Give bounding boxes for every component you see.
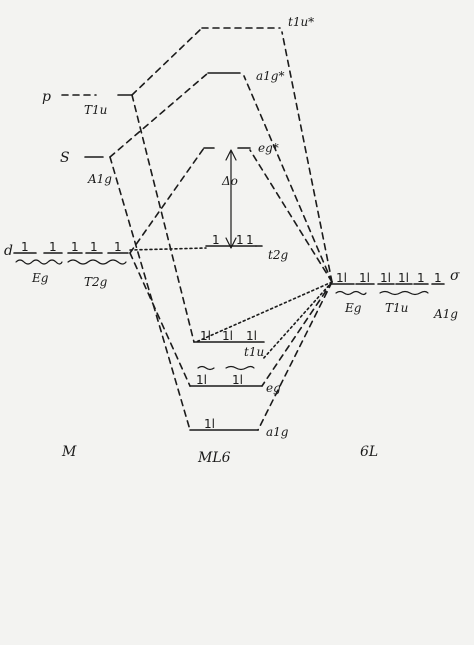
t1u-label: t1u bbox=[244, 345, 264, 359]
ligand-column-label: 6L bbox=[360, 444, 378, 460]
metal-d-electron-5: 1 bbox=[114, 240, 122, 254]
metal-t2g-brace bbox=[67, 259, 127, 265]
ligand-electron-6: 1 bbox=[434, 271, 442, 285]
corr-s-to-a1g bbox=[109, 156, 191, 431]
eg-electron-pair-2: 1l bbox=[232, 373, 243, 387]
corr-ligand-to-eg-star bbox=[249, 149, 333, 283]
t2g-electron-2: 1 bbox=[236, 233, 244, 247]
t1u-electron-pair-3: 1l bbox=[246, 329, 257, 343]
corr-p-to-t1u bbox=[131, 94, 195, 343]
metal-d-electron-2: 1 bbox=[49, 240, 57, 254]
corr-ligand-to-t1u-star bbox=[281, 31, 333, 283]
metal-eg-brace bbox=[15, 259, 63, 265]
corr-d-to-eg-star bbox=[129, 147, 205, 254]
eg-star-label: eg* bbox=[258, 141, 279, 155]
ligand-eg-symmetry: Eg bbox=[344, 301, 362, 315]
corr-d-to-eg bbox=[129, 252, 191, 387]
ligand-a1g-symmetry: A1g bbox=[433, 307, 458, 321]
ligand-t1u-brace bbox=[379, 290, 429, 296]
t1u-electron-pair-2: 1l bbox=[222, 329, 233, 343]
a1g-label: a1g bbox=[266, 425, 289, 439]
metal-eg-symmetry: Eg bbox=[31, 271, 49, 285]
ligand-electron-5: 1 bbox=[417, 271, 425, 285]
t2g-electron-3: 1 bbox=[246, 233, 254, 247]
a1g-star-label: a1g* bbox=[256, 69, 284, 83]
t1u-scribble bbox=[197, 365, 255, 371]
metal-d-electron-4: 1 bbox=[90, 240, 98, 254]
ligand-electron-pair-1: 1l bbox=[336, 271, 347, 285]
corr-ligand-to-t1u-a bbox=[195, 281, 333, 343]
metal-p-symmetry: T1u bbox=[84, 103, 107, 117]
delta-label: Δo bbox=[221, 174, 238, 188]
corr-ligand-to-a1g bbox=[257, 281, 333, 431]
eg-electron-pair-1: 1l bbox=[196, 373, 207, 387]
t2g-label: t2g bbox=[268, 248, 288, 262]
metal-d-electron-3: 1 bbox=[71, 240, 79, 254]
metal-p-label: p bbox=[42, 89, 51, 105]
corr-ligand-to-t1u-b bbox=[261, 281, 333, 361]
metal-d-electron-1: 1 bbox=[21, 240, 29, 254]
delta-arrow-head-bottom bbox=[225, 237, 237, 249]
corr-ligand-to-a1g-star bbox=[243, 75, 333, 283]
metal-column-label: M bbox=[61, 444, 77, 460]
a1g-electron-pair: 1l bbox=[204, 417, 215, 431]
metal-s-label: S bbox=[60, 150, 70, 166]
metal-t2g-symmetry: T2g bbox=[84, 275, 108, 289]
ligand-electron-pair-4: 1l bbox=[398, 271, 409, 285]
ligand-eg-brace bbox=[335, 290, 367, 296]
corr-ligand-to-eg bbox=[261, 281, 333, 387]
d-to-t2g-dotted bbox=[129, 247, 207, 251]
t1u-star-label: t1u* bbox=[288, 15, 314, 29]
delta-arrow-head-top bbox=[225, 149, 237, 161]
corr-p-to-t1u-star bbox=[131, 27, 203, 96]
metal-d-label: d bbox=[4, 243, 13, 259]
complex-column-label: ML6 bbox=[197, 450, 231, 466]
ligand-electron-pair-3: 1l bbox=[380, 271, 391, 285]
corr-s-to-a1g-star bbox=[109, 72, 209, 158]
eg-label: eg bbox=[266, 381, 281, 395]
t1u-electron-pair-1: 1l bbox=[200, 329, 211, 343]
metal-s-symmetry: A1g bbox=[87, 172, 112, 186]
ligand-sigma-label: σ bbox=[450, 268, 460, 284]
ligand-t1u-symmetry: T1u bbox=[385, 301, 408, 315]
ligand-electron-pair-2: 1l bbox=[359, 271, 370, 285]
t2g-electron-1: 1 bbox=[212, 233, 220, 247]
